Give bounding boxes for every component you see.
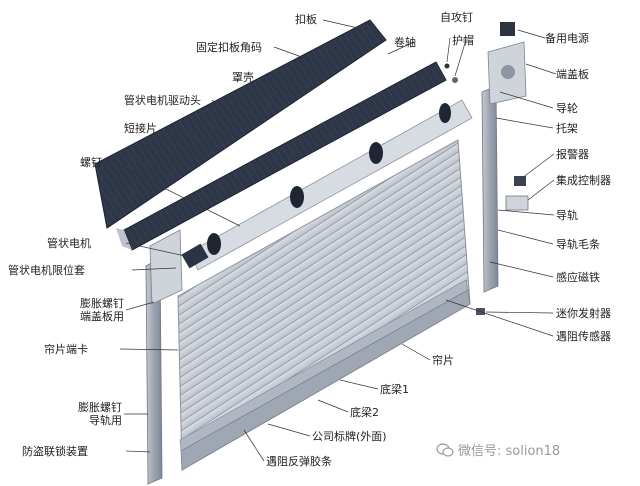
label-expansion-screw-rail: 膨胀螺钉 导轨用 <box>44 401 122 427</box>
right-guide-rail <box>481 85 499 293</box>
leader-lines <box>111 19 557 462</box>
wechat-icon <box>436 443 454 457</box>
label-expansion-screw-endcap-line1: 膨胀螺钉 <box>80 297 124 310</box>
label-alarm: 报警器 <box>556 148 589 161</box>
bottom-beam-2 <box>180 289 471 471</box>
label-sensing-magnet: 感应磁铁 <box>556 271 600 284</box>
label-rebound-strip: 遇阻反弹胶条 <box>266 455 332 468</box>
label-rail-brush-strip: 导轨毛条 <box>556 238 600 251</box>
end-cap-hub <box>501 65 515 79</box>
label-expansion-screw-rail-line2: 导轨用 <box>89 414 122 427</box>
label-slat-end-clip: 帘片端卡 <box>44 343 88 356</box>
label-cover-plate: 扣板 <box>295 13 317 26</box>
label-anti-theft-lock: 防盗联锁装置 <box>22 445 88 458</box>
housing-lip <box>116 228 132 250</box>
label-expansion-screw-endcap: 膨胀螺钉 端盖板用 <box>46 297 124 323</box>
label-screw: 螺钉 <box>80 156 102 169</box>
tubular-motor <box>181 243 209 269</box>
label-roller-axle: 卷轴 <box>394 36 416 49</box>
label-jumper-plate: 短接片 <box>124 122 157 135</box>
backup-power-icon <box>500 22 515 36</box>
label-bracket: 托架 <box>556 122 578 135</box>
label-guide-rail: 导轨 <box>556 209 578 222</box>
label-backup-power: 备用电源 <box>545 32 589 45</box>
watermark: 微信号: solion18 <box>436 440 560 459</box>
label-motor-limit-sleeve: 管状电机限位套 <box>8 264 85 277</box>
label-company-plate: 公司标牌(外面) <box>312 430 387 443</box>
label-mini-transmitter: 迷你发射器 <box>556 307 611 320</box>
label-integrated-controller: 集成控制器 <box>556 174 611 187</box>
label-slat: 帘片 <box>432 354 454 367</box>
label-expansion-screw-endcap-line2: 端盖板用 <box>80 310 124 323</box>
controller-icon <box>505 195 529 211</box>
label-guide-wheel: 导轮 <box>556 102 578 115</box>
watermark-text: 微信号: solion18 <box>458 444 561 459</box>
label-self-tapping-screw: 自攻钉 <box>440 11 473 24</box>
label-motor-drive-head: 管状电机驱动头 <box>124 94 201 107</box>
label-protective-cap: 护帽 <box>452 34 474 47</box>
cap-icon <box>452 77 458 83</box>
alarm-icon <box>514 176 526 186</box>
screw-icon <box>444 63 450 69</box>
label-end-cap-plate: 端盖板 <box>556 68 589 81</box>
roller-bands <box>207 103 451 255</box>
label-housing: 罩壳 <box>232 71 254 84</box>
cover-plate <box>94 19 387 229</box>
label-tubular-motor: 管状电机 <box>47 237 91 250</box>
label-bottom-beam-1: 底梁1 <box>380 383 409 396</box>
label-cover-bracket: 固定扣板角码 <box>196 41 262 54</box>
label-bottom-beam-2: 底梁2 <box>350 406 379 419</box>
left-end-cap <box>149 229 183 305</box>
label-expansion-screw-rail-line1: 膨胀螺钉 <box>78 401 122 414</box>
label-obstacle-sensor: 遇阻传感器 <box>556 330 611 343</box>
